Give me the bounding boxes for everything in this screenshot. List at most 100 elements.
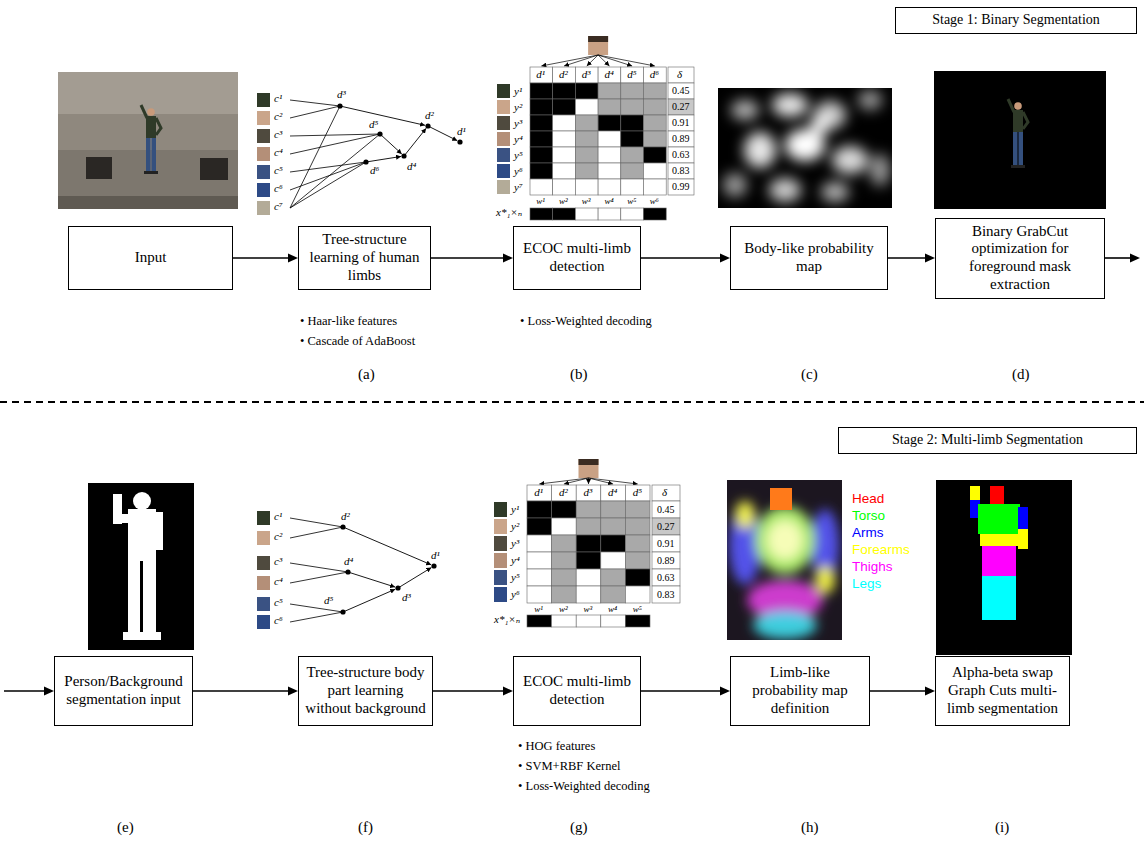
face-thumbnail: [579, 459, 599, 478]
code-bar-cell: [530, 208, 553, 220]
probability-blob: [723, 173, 747, 197]
matrix-cell: [601, 535, 626, 552]
person-torso: [146, 116, 156, 138]
head-blob: [770, 488, 792, 510]
box-label: ECOC multi-limb detection: [519, 673, 635, 708]
limb-thumbnail: [497, 116, 510, 130]
tree-edge: [290, 572, 348, 583]
panel-letter: (c): [801, 366, 818, 383]
silhouette-body: [128, 560, 140, 640]
probability-blob: [810, 115, 830, 135]
matrix-cell: [601, 501, 626, 518]
legend-label: Torso: [852, 508, 885, 523]
distance-cell: [668, 131, 694, 147]
panel-letter: (a): [358, 366, 375, 383]
tree-node-dot: [395, 585, 400, 590]
math-symbol: y⁴: [510, 554, 521, 567]
table-cell: 0.63: [672, 149, 690, 161]
panel-letter: (i): [995, 819, 1009, 836]
limb-thumbnail: [257, 615, 270, 629]
weight-symbol: w⁴: [608, 604, 617, 614]
math-symbol: d¹: [535, 68, 546, 81]
process-box: Body-like probability map: [730, 226, 888, 290]
face-link: [588, 478, 589, 484]
limb-thumbnail: [257, 183, 270, 197]
face-link: [598, 55, 655, 66]
code-bar-cell: [644, 208, 667, 220]
matrix-cell: [598, 147, 621, 163]
box-label: Body-like probability map: [736, 240, 882, 275]
box-text-group: Binary GrabCut optimization for foregrou…: [936, 223, 1104, 294]
input-photo: [58, 72, 238, 209]
weight-symbol: w²: [559, 196, 568, 206]
math-symbol: c¹: [273, 510, 283, 523]
limb-thumbnail: [494, 502, 507, 517]
matrix-cell: [553, 83, 576, 99]
matrix-cell: [530, 147, 553, 163]
math-symbol: d⁴: [343, 555, 354, 568]
math-symbol: d¹: [533, 486, 544, 499]
math-symbol: c⁶: [273, 182, 284, 195]
tree-node-dot: [401, 153, 406, 158]
math-symbol: y³: [513, 117, 523, 130]
table-cell: 0.99: [672, 181, 690, 193]
tree-edge: [380, 134, 402, 154]
probability-blob: [858, 90, 882, 110]
tree-node-dot: [425, 123, 430, 128]
person-head: [1014, 102, 1022, 110]
matrix-header-cell: [530, 67, 553, 83]
limb-thumbnail: [497, 164, 510, 178]
matrix-cell: [575, 83, 598, 99]
panel-letter: (h): [801, 819, 819, 836]
limb-thumbnail: [497, 148, 510, 162]
matrix-cell: [552, 586, 577, 603]
legend-entry: Torso: [852, 508, 885, 524]
table-cell: 0.45: [657, 504, 675, 516]
probability-blobs: [723, 90, 890, 202]
code-bar-cell: [625, 615, 650, 627]
table-cell: 0.27: [672, 101, 690, 113]
bullet-note: • Loss-Weighted decoding: [518, 779, 650, 793]
matrix-cell: [625, 535, 650, 552]
connector-line: [233, 257, 289, 259]
matrix-cell: [621, 99, 644, 115]
limb-thumbnail: [257, 147, 270, 161]
matrix-cell: [601, 518, 626, 535]
matrix-cell: [644, 179, 667, 195]
box-label: Tree-structure body part learning withou…: [304, 664, 427, 717]
matrix-cell: [575, 99, 598, 115]
arrow-head: [720, 687, 730, 696]
arrow-head: [288, 687, 298, 696]
panel-letter: (b): [570, 366, 588, 383]
distance-cell: [652, 518, 680, 535]
math-symbol: d⁵: [632, 486, 643, 499]
matrix-cell: [621, 83, 644, 99]
limb-probability-map: [727, 480, 842, 640]
math-symbol: d⁵: [368, 118, 379, 131]
math-symbol: c⁷: [273, 200, 284, 213]
math-symbol: y⁶: [510, 588, 521, 601]
bullet-note: • SVM+RBF Kernel: [518, 759, 620, 773]
matrix-cell: [530, 83, 553, 99]
matrix-header-cell: [601, 485, 626, 501]
box-label: Alpha-beta swap Graph Cuts multi-limb se…: [941, 664, 1064, 717]
box-text-group: Limb-like probability map definition: [731, 664, 869, 717]
probability-blob: [772, 93, 808, 117]
math-symbol: d³: [401, 591, 412, 604]
matrix-cell: [575, 179, 598, 195]
connector: [4, 254, 1140, 696]
segment-region: [1018, 507, 1028, 529]
silhouette-body: [123, 632, 161, 640]
legend-color-sample: Thighs: [852, 559, 893, 574]
connector-line: [888, 257, 926, 259]
matrix-cell: [576, 569, 601, 586]
matrix-cell: [553, 115, 576, 131]
matrix-cell: [644, 147, 667, 163]
probability-blob: [769, 178, 801, 202]
bullet-note: • Cascade of AdaBoost: [300, 334, 415, 348]
process-box: Binary GrabCut optimization for foregrou…: [935, 218, 1105, 299]
limb-thumbnail: [494, 570, 507, 585]
connector-line: [641, 690, 721, 692]
distance-cell: [668, 179, 694, 195]
math-symbol: c⁵: [273, 596, 284, 609]
